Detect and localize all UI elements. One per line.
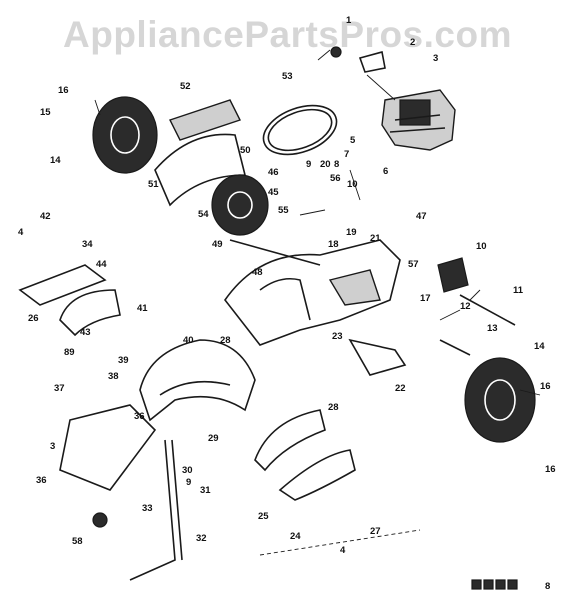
- callout: 34: [82, 239, 93, 250]
- engine: [381, 89, 456, 151]
- callout: 25: [258, 511, 269, 522]
- callout: 7: [344, 149, 350, 160]
- callout: 4: [340, 545, 346, 556]
- callout: 5: [350, 135, 356, 146]
- callout: 41: [137, 303, 148, 314]
- ground-line: [259, 529, 421, 556]
- callout: 10: [476, 241, 487, 252]
- callout: 13: [487, 323, 498, 334]
- hardware-kit-8: [471, 579, 518, 590]
- callout: 58: [72, 536, 83, 547]
- callout: 19: [346, 227, 357, 238]
- shield-26: [59, 289, 121, 337]
- callout: 36: [36, 475, 47, 486]
- callout: 2: [410, 37, 416, 48]
- callout: 52: [180, 81, 191, 92]
- callout: 50: [240, 145, 251, 156]
- callout: 44: [96, 259, 107, 270]
- callout: 39: [118, 355, 129, 366]
- axle: [229, 239, 321, 266]
- belt: [262, 104, 338, 156]
- callout: 32: [196, 533, 207, 544]
- callout: 33: [142, 503, 153, 514]
- callout: 14: [534, 341, 545, 352]
- callout: 54: [198, 209, 209, 220]
- tine-shield: [18, 264, 107, 306]
- callout: 9: [306, 159, 312, 170]
- callout: 16: [540, 381, 551, 392]
- callout: 12: [460, 301, 471, 312]
- callout: 23: [332, 331, 343, 342]
- callout: 56: [330, 173, 341, 184]
- nut-1: [330, 46, 342, 58]
- callout: 57: [408, 259, 419, 270]
- callout: 26: [28, 313, 39, 324]
- callout: 16: [58, 85, 69, 96]
- callout: 49: [212, 239, 223, 250]
- bolt-13: [439, 339, 471, 356]
- callout: 8: [334, 159, 340, 170]
- callout: 36: [134, 411, 145, 422]
- callout: 51: [148, 179, 159, 190]
- callout: 27: [370, 526, 381, 537]
- callout: 3: [433, 53, 439, 64]
- callout: 4: [18, 227, 24, 238]
- callout: 30: [182, 465, 193, 476]
- pulley: [211, 174, 269, 236]
- callout: 17: [420, 293, 431, 304]
- block-10: [437, 257, 469, 293]
- callout: 15: [40, 107, 51, 118]
- callout: 53: [282, 71, 293, 82]
- callout: 21: [370, 233, 381, 244]
- bracket-23: [348, 338, 407, 376]
- callout: 46: [268, 167, 279, 178]
- callout: 8: [545, 581, 551, 592]
- watermark: AppliancePartsPros.com: [63, 14, 512, 55]
- callout: 6: [383, 166, 389, 177]
- callout: 89: [64, 347, 75, 358]
- callout: 31: [200, 485, 211, 496]
- callout: 3: [50, 441, 56, 452]
- shield-28-right: [254, 409, 326, 472]
- callout: 24: [290, 531, 301, 542]
- callout: 48: [252, 267, 263, 278]
- callout: 18: [328, 239, 339, 250]
- callout: 45: [268, 187, 279, 198]
- bracket-2: [358, 50, 386, 73]
- callout: 29: [208, 433, 219, 444]
- bolt-11: [459, 294, 516, 326]
- callout: 11: [513, 285, 524, 296]
- callout: 38: [108, 371, 119, 382]
- left-wheel: [92, 96, 158, 174]
- callout: 37: [54, 383, 65, 394]
- tine-hood: [139, 339, 256, 422]
- depth-stake: [129, 439, 176, 581]
- shield-25: [278, 449, 356, 501]
- callout: 28: [328, 402, 339, 413]
- callout: 28: [220, 335, 231, 346]
- callout: 55: [278, 205, 289, 216]
- callout: 16: [545, 464, 556, 475]
- tiller-frame: [224, 239, 401, 346]
- callout: 22: [395, 383, 406, 394]
- right-wheel: [464, 357, 536, 443]
- callout: 14: [50, 155, 61, 166]
- callout: 9: [186, 477, 192, 488]
- callout: 42: [40, 211, 51, 222]
- callout: 10: [347, 179, 358, 190]
- knob-58: [92, 512, 108, 528]
- callout: 20: [320, 159, 331, 170]
- callout: 40: [183, 335, 194, 346]
- side-shield: [59, 404, 157, 491]
- callout: 1: [346, 15, 352, 26]
- callout: 43: [80, 327, 91, 338]
- callout: 47: [416, 211, 427, 222]
